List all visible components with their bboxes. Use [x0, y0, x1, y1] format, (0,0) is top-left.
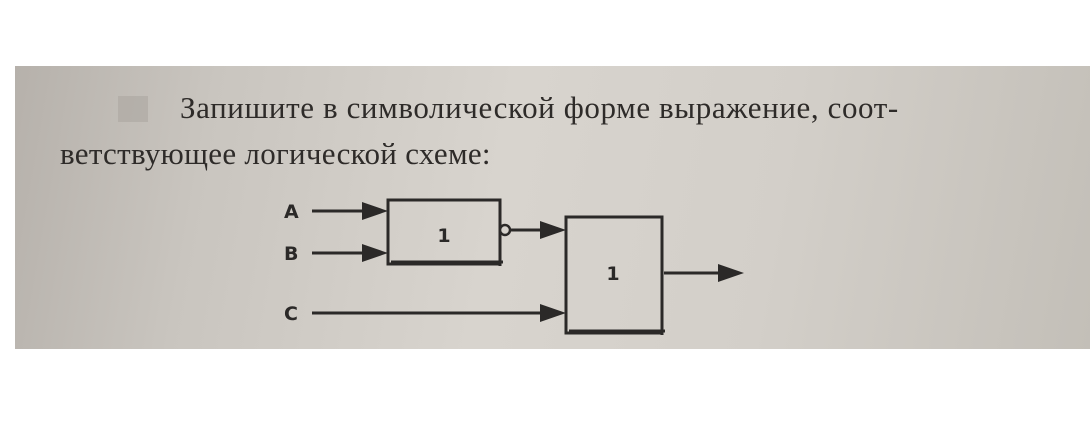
input-label-b: B	[284, 243, 298, 265]
output-wire	[664, 264, 744, 282]
input-label-c: C	[284, 303, 298, 325]
task-text-line-2: ветствующее логической схеме:	[60, 136, 491, 171]
inversion-bubble	[498, 223, 512, 237]
wire-gate1-to-gate2	[510, 221, 566, 239]
gate-1-label: 1	[437, 225, 450, 247]
textbook-photo	[15, 66, 1090, 349]
input-wire-a	[312, 202, 388, 220]
gate-2	[564, 215, 665, 335]
task-number-mark	[118, 96, 148, 122]
input-label-a: A	[284, 201, 299, 223]
task-text-line-1: Запишите в символической форме выражение…	[180, 90, 899, 125]
gate-2-label: 1	[606, 263, 619, 285]
input-wire-c	[312, 304, 566, 322]
input-wire-b	[312, 244, 388, 262]
